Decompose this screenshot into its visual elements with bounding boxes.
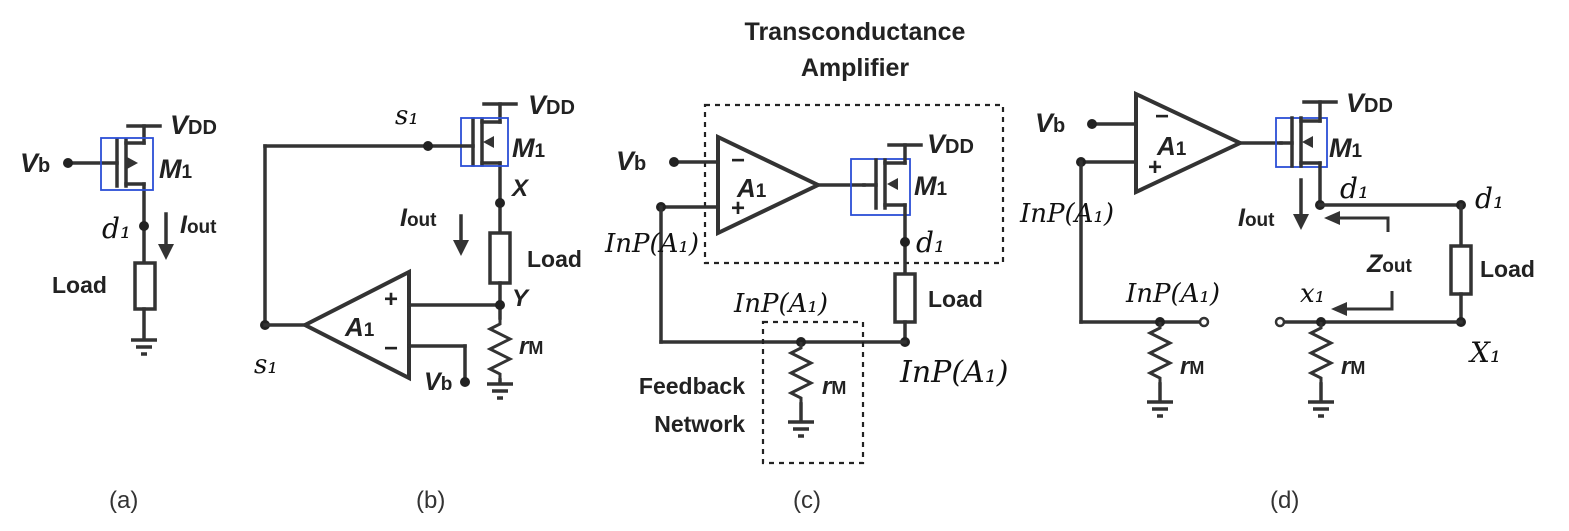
vb-label-b: Vb xyxy=(424,368,452,396)
panel-a: VDD Vb M1 d₁ Iout Load (a) xyxy=(20,110,217,514)
m1-label-a: M1 xyxy=(159,154,193,184)
panel-c: Transconductance Amplifier + − A1 V xyxy=(604,18,1008,514)
panel-b: s₁ VDD M1 X Iout Load Y + − A1 rM Vb s₁ … xyxy=(254,90,582,514)
rm-label-d-right: rM xyxy=(1341,353,1365,380)
feedback-network-box xyxy=(761,320,865,465)
m1-label-b: M1 xyxy=(512,133,546,163)
iout-label-a: Iout xyxy=(180,211,217,239)
minus-sign-d: − xyxy=(1155,103,1169,130)
plus-sign-d: + xyxy=(1148,154,1162,181)
load-label-c: Load xyxy=(928,286,983,312)
m1-label-d: M1 xyxy=(1329,133,1363,163)
m1-label-c: M1 xyxy=(914,171,948,201)
vb-label-d: Vb xyxy=(1035,108,1065,138)
caption-a: (a) xyxy=(109,487,138,514)
caption-c: (c) xyxy=(793,487,821,514)
a1-label-b: A1 xyxy=(344,312,375,342)
minus-sign-b: − xyxy=(384,335,398,362)
vdd-label-c: VDD xyxy=(927,129,974,159)
transconductance-title: Transconductance xyxy=(745,18,966,46)
iout-label-d: Iout xyxy=(1238,204,1275,232)
d1-handwritten-c: d₁ xyxy=(916,226,945,259)
transconductance-amplifier-box xyxy=(703,103,1005,265)
caption-b: (b) xyxy=(416,487,445,514)
vdd-label-d: VDD xyxy=(1346,88,1393,118)
iout-label-b: Iout xyxy=(400,204,437,232)
load-label-a: Load xyxy=(52,272,107,298)
network-label: Network xyxy=(654,411,745,437)
rm-label-d-left: rM xyxy=(1180,353,1204,380)
x1-handwritten-d: x₁ xyxy=(1300,279,1325,309)
d1-handwritten-mid-d: d₁ xyxy=(1340,172,1369,205)
zout-label-d: Zout xyxy=(1366,250,1412,278)
m1-highlight-box-c xyxy=(850,158,911,216)
y-label-b: Y xyxy=(512,285,530,312)
a1-label-d: A1 xyxy=(1156,131,1187,161)
minus-sign-c: − xyxy=(731,147,745,174)
feedback-label: Feedback xyxy=(639,373,745,399)
amplifier-title: Amplifier xyxy=(801,54,910,82)
vdd-label-a: VDD xyxy=(170,110,217,140)
plus-sign-c: + xyxy=(731,195,745,222)
s1-handwritten-top-b: s₁ xyxy=(395,101,419,131)
s1-handwritten-bottom-b: s₁ xyxy=(254,350,278,380)
m1-highlight-box xyxy=(100,137,154,191)
inp-a1-handwritten-mid-c: InP(A₁) xyxy=(733,289,828,319)
vb-label-a: Vb xyxy=(20,148,50,178)
load-label-d: Load xyxy=(1480,256,1535,282)
rm-label-c: rM xyxy=(822,373,846,400)
inp-a1-handwritten-right-c: InP(A₁) xyxy=(899,355,1008,390)
x-label-b: X xyxy=(510,175,530,202)
x1-handwritten-right-d: X₁ xyxy=(1468,336,1501,369)
a1-label-c: A1 xyxy=(736,173,767,203)
rm-label-b: rM xyxy=(519,333,543,360)
inp-a1-handwritten-mid-d: InP(A₁) xyxy=(1125,279,1220,309)
load-label-b: Load xyxy=(527,246,582,272)
panel-d: − + A1 Vb VDD M1 d₁ d₁ InP(A₁) Iout Zout… xyxy=(1019,88,1535,514)
vb-label-c: Vb xyxy=(616,146,646,176)
plus-sign-b: + xyxy=(384,286,398,313)
d1-handwritten-a: d₁ xyxy=(102,212,131,245)
caption-d: (d) xyxy=(1270,487,1299,514)
m1-highlight-box-b xyxy=(460,117,509,167)
vdd-label-b: VDD xyxy=(528,90,575,120)
d1-handwritten-right-d: d₁ xyxy=(1475,182,1504,215)
inp-a1-handwritten-left-c: InP(A₁) xyxy=(604,229,699,259)
inp-a1-handwritten-left-d: InP(A₁) xyxy=(1019,199,1114,229)
